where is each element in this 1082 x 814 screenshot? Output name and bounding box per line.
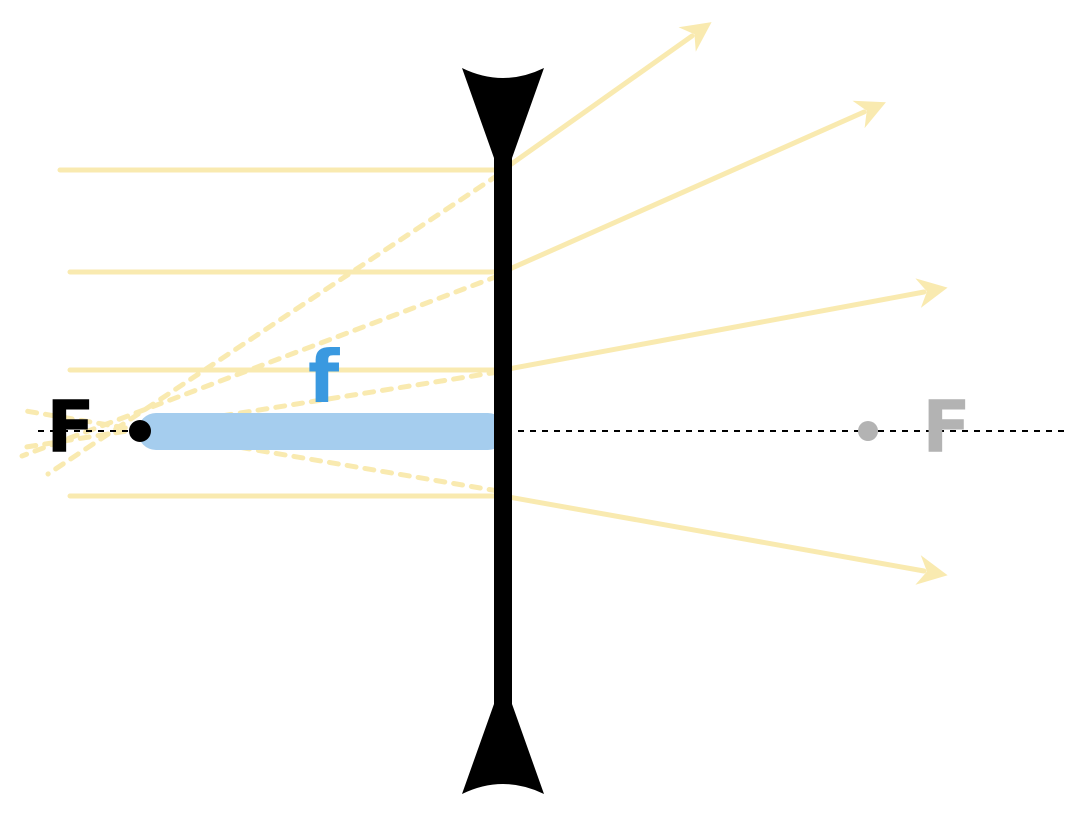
- diverging-lens-icon: [462, 68, 544, 794]
- focal-point-label-right: F: [922, 385, 971, 469]
- refracted-rays: [500, 22, 948, 585]
- virtual-focal-point: [129, 420, 151, 442]
- focal-point-label-left: F: [46, 385, 95, 469]
- lens-bottom-cap: [462, 704, 544, 794]
- lens-body: [494, 150, 512, 720]
- focal-length-label: f: [308, 335, 340, 419]
- virtual-extension-3: [17, 369, 501, 451]
- incoming-rays: [57, 167, 506, 499]
- real-focal-point: [858, 421, 878, 441]
- virtual-extension-4: [17, 407, 501, 494]
- refracted-ray-2: [500, 100, 886, 275]
- refracted-ray-3: [500, 278, 948, 373]
- refracted-ray-4: [500, 493, 948, 585]
- refracted-ray-1: [500, 22, 712, 173]
- virtual-ray-extensions: [17, 172, 501, 494]
- focal-length-bar: [138, 413, 506, 450]
- lens-top-cap: [462, 68, 544, 158]
- virtual-extension-1: [45, 172, 501, 477]
